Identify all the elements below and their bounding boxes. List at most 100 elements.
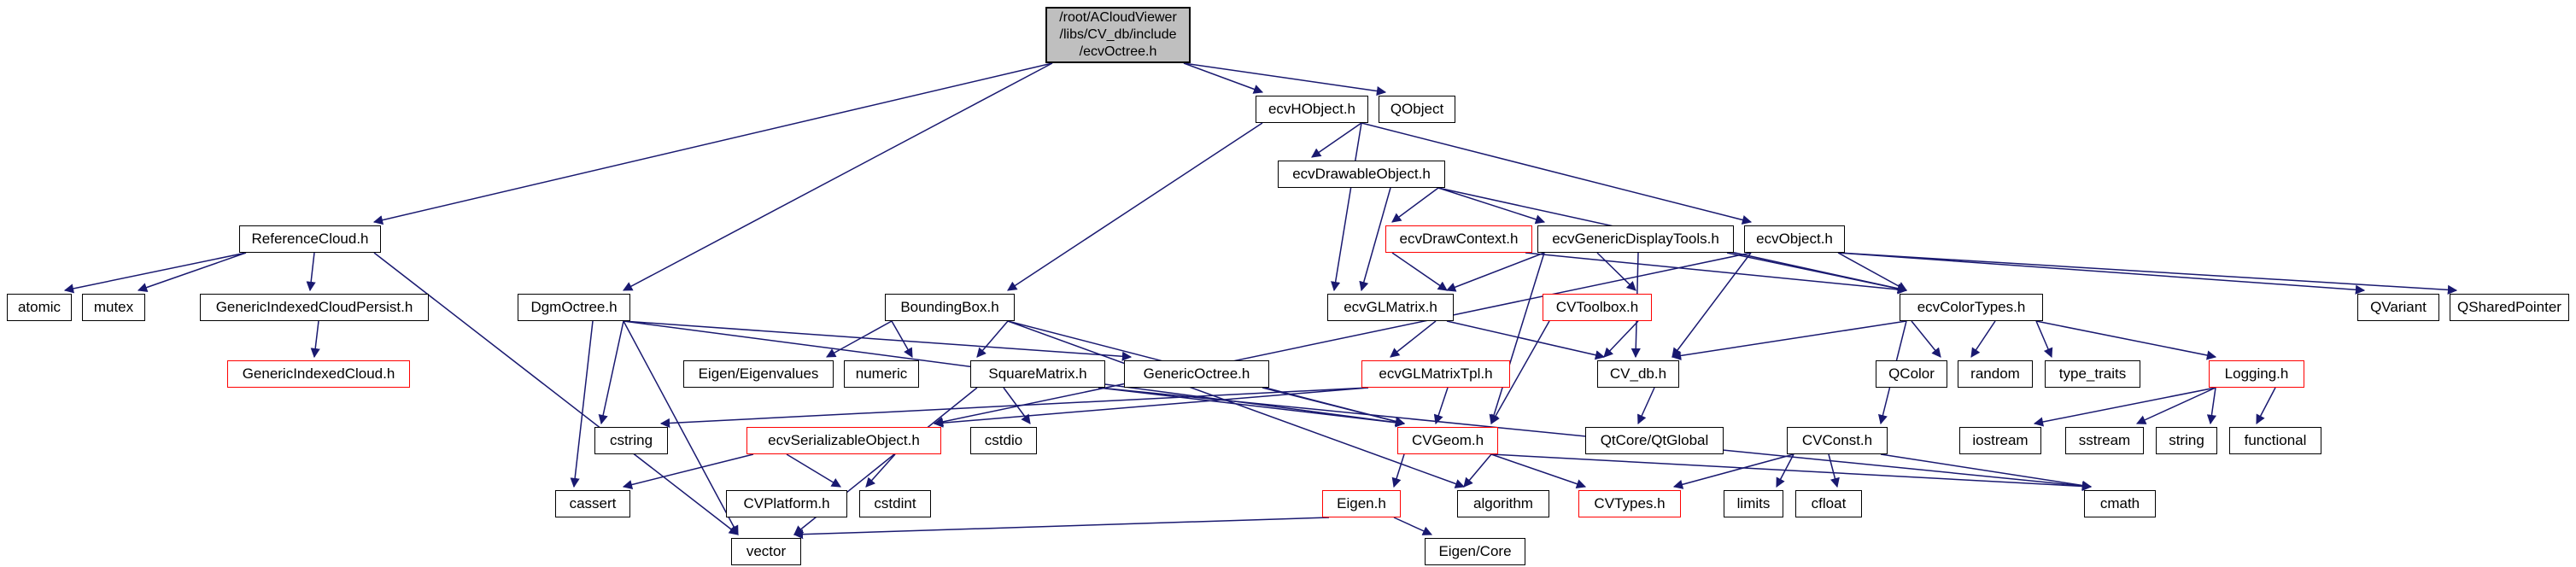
include-edge [1837, 252, 1907, 291]
include-edge [1007, 122, 1263, 291]
graph-node-qsharedpointer[interactable]: QSharedPointer [2450, 294, 2569, 321]
include-edge [1391, 453, 1405, 488]
graph-node-cfloat[interactable]: cfloat [1795, 490, 1862, 517]
graph-node-type-traits[interactable]: type_traits [2045, 360, 2140, 388]
graph-node-genericindexedcloudpersist-h[interactable]: GenericIndexedCloudPersist.h [200, 294, 429, 321]
graph-node-numeric[interactable]: numeric [844, 360, 919, 388]
include-edge [1262, 387, 1406, 426]
graph-node-qobject[interactable]: QObject [1379, 96, 1455, 123]
graph-node-ecvdrawableobject-h[interactable]: ecvDrawableObject.h [1278, 161, 1445, 188]
graph-node-cassert[interactable]: cassert [555, 490, 630, 517]
include-edge [1776, 453, 1794, 488]
graph-node-squarematrix-h[interactable]: SquareMatrix.h [970, 360, 1105, 388]
graph-node-iostream[interactable]: iostream [1959, 427, 2041, 454]
graph-node-limits[interactable]: limits [1724, 490, 1783, 517]
graph-node-ecvobject-h[interactable]: ecvObject.h [1744, 225, 1845, 253]
graph-node-algorithm[interactable]: algorithm [1457, 490, 1549, 517]
include-edge [1391, 187, 1439, 223]
include-edge [1911, 320, 1941, 358]
include-edge [1828, 453, 1840, 488]
include-edge [2256, 387, 2276, 424]
graph-node-boundingbox-h[interactable]: BoundingBox.h [885, 294, 1015, 321]
graph-node-random[interactable]: random [1958, 360, 2033, 388]
include-edge [623, 62, 1053, 291]
graph-node-qtcore-qtglobal[interactable]: QtCore/QtGlobal [1585, 427, 1724, 454]
graph-node-ecvcolortypes-h[interactable]: ecvColorTypes.h [1900, 294, 2043, 321]
include-edge [2135, 387, 2216, 424]
graph-node-qvariant[interactable]: QVariant [2357, 294, 2439, 321]
graph-node-ecvglmatrix-h[interactable]: ecvGLMatrix.h [1327, 294, 1454, 321]
graph-node-ecvoctree-h[interactable]: /root/ACloudViewer /libs/CV_db/include /… [1045, 7, 1191, 63]
include-edge [1390, 320, 1437, 358]
graph-node-ecvdrawcontext-h[interactable]: ecvDrawContext.h [1385, 225, 1532, 253]
include-edge [1603, 320, 1639, 358]
include-edge [1970, 320, 1996, 358]
include-edge [310, 320, 320, 359]
graph-node-eigen-h[interactable]: Eigen.h [1322, 490, 1401, 517]
include-edge [933, 387, 1369, 428]
include-edge [2035, 320, 2053, 359]
include-edge [891, 320, 913, 358]
include-edge [1672, 453, 1794, 489]
graph-node-genericoctree-h[interactable]: GenericOctree.h [1124, 360, 1269, 388]
graph-node-cstring[interactable]: cstring [594, 427, 668, 454]
include-edge [1311, 122, 1362, 158]
graph-node-dgmoctree-h[interactable]: DgmOctree.h [518, 294, 630, 321]
include-edge [1596, 252, 1636, 291]
graph-node-cvtypes-h[interactable]: CVTypes.h [1578, 490, 1681, 517]
include-edge [137, 252, 247, 292]
graph-node-genericindexedcloud-h[interactable]: GenericIndexedCloud.h [227, 360, 410, 388]
include-edge [63, 252, 247, 294]
graph-node-cstdint[interactable]: cstdint [859, 490, 931, 517]
include-edge [786, 453, 841, 488]
include-edge [623, 320, 1133, 361]
include-edge [1837, 252, 2458, 295]
include-edge [1490, 453, 2093, 492]
include-edge [1445, 252, 1545, 292]
graph-node-eigen-eigenvalues[interactable]: Eigen/Eigenvalues [683, 360, 834, 388]
graph-node-cvconst-h[interactable]: CVConst.h [1787, 427, 1888, 454]
include-edge [598, 320, 624, 425]
include-edge [306, 252, 316, 292]
include-edge [2206, 387, 2217, 425]
include-edge [1003, 387, 1031, 424]
graph-node-eigen-core[interactable]: Eigen/Core [1425, 538, 1525, 565]
graph-node-atomic[interactable]: atomic [7, 294, 72, 321]
graph-node-cstdio[interactable]: cstdio [970, 427, 1037, 454]
graph-node-ecvgenericdisplaytools-h[interactable]: ecvGenericDisplayTools.h [1537, 225, 1734, 253]
graph-node-ecvserializableobject-h[interactable]: ecvSerializableObject.h [746, 427, 941, 454]
graph-node-cvtoolbox-h[interactable]: CVToolbox.h [1543, 294, 1652, 321]
graph-node-logging-h[interactable]: Logging.h [2209, 360, 2304, 388]
graph-node-referencecloud-h[interactable]: ReferenceCloud.h [239, 225, 381, 253]
include-edge [1007, 320, 1466, 488]
include-edge [1098, 387, 1406, 428]
graph-node-qcolor[interactable]: QColor [1876, 360, 1947, 388]
include-edge [372, 62, 1053, 225]
include-edge [1671, 320, 1907, 361]
graph-node-sstream[interactable]: sstream [2065, 427, 2144, 454]
include-edge [933, 252, 1752, 427]
graph-node-cmath[interactable]: cmath [2084, 490, 2156, 517]
graph-node-cvplatform-h[interactable]: CVPlatform.h [726, 490, 847, 517]
include-edge [1183, 62, 1264, 94]
graph-node-string[interactable]: string [2156, 427, 2217, 454]
graph-node-mutex[interactable]: mutex [82, 294, 145, 321]
include-edge [2033, 387, 2216, 427]
include-edge [1183, 62, 1387, 96]
include-edge [1880, 453, 2093, 491]
include-edge [1726, 252, 1908, 294]
include-edge [1331, 122, 1362, 292]
include-edge [2035, 320, 2217, 360]
graph-node-functional[interactable]: functional [2229, 427, 2321, 454]
include-edge [1837, 252, 2366, 295]
include-edge [1525, 252, 1908, 295]
graph-node-ecvhobject-h[interactable]: ecvHObject.h [1256, 96, 1368, 123]
include-edge [1489, 252, 1545, 425]
graph-node-ecvglmatrixtpl-h[interactable]: ecvGLMatrixTpl.h [1361, 360, 1510, 388]
include-edge [826, 320, 893, 358]
graph-node-cvgeom-h[interactable]: CVGeom.h [1397, 427, 1498, 454]
graph-node-vector[interactable]: vector [731, 538, 801, 565]
graph-node-cv-db-h[interactable]: CV_db.h [1597, 360, 1679, 388]
include-edge [1433, 387, 1449, 425]
